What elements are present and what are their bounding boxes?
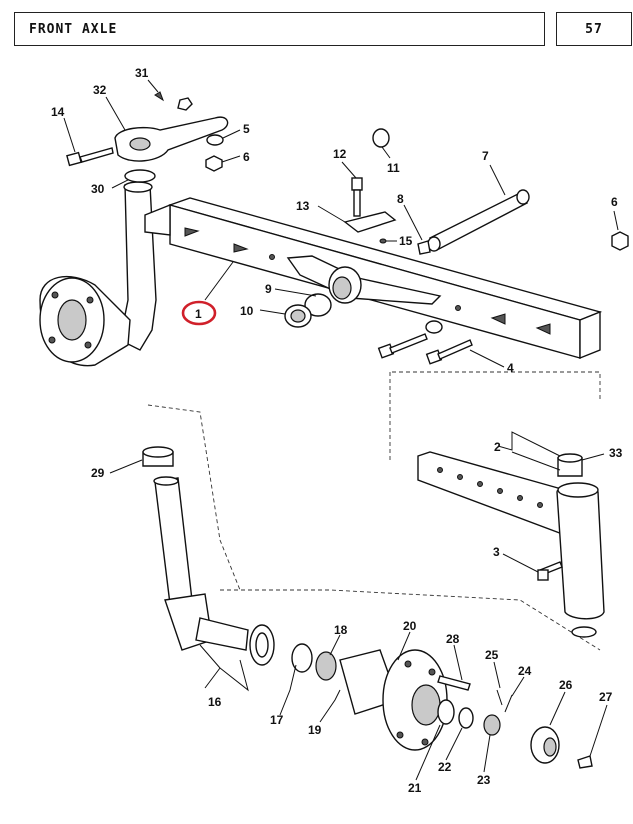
bolts-4 — [377, 333, 473, 365]
callout-2: 2 — [494, 440, 501, 454]
callout-14: 14 — [51, 105, 65, 119]
callout-3: 3 — [493, 545, 500, 559]
callout-13: 13 — [296, 199, 310, 213]
lock-plate-13 — [343, 211, 397, 233]
callout-33: 33 — [609, 446, 623, 460]
bearing-19 — [291, 643, 313, 673]
nut-23 — [483, 714, 501, 736]
callout-17: 17 — [270, 713, 284, 727]
callout-27: 27 — [599, 690, 613, 704]
callout-18: 18 — [334, 623, 348, 637]
assembly-guide-bottom — [220, 589, 601, 651]
steering-arm — [114, 116, 229, 162]
bearing-21 — [437, 699, 455, 725]
callout-19: 19 — [308, 723, 322, 737]
callout-29: 29 — [91, 466, 105, 480]
callout-4: 4 — [507, 361, 514, 375]
page-title: FRONT AXLE — [29, 21, 118, 37]
callout-31: 31 — [135, 66, 149, 80]
washer-5 — [206, 134, 224, 146]
callout-23: 23 — [477, 773, 491, 787]
steering-knuckle-lower — [153, 476, 249, 651]
callout-24: 24 — [518, 664, 532, 678]
callout-32: 32 — [93, 83, 107, 97]
callout-15: 15 — [399, 234, 413, 248]
pivot-pin — [427, 189, 530, 252]
callout-8: 8 — [397, 192, 404, 206]
bearing-18 — [315, 651, 337, 681]
washer-beam — [425, 320, 443, 334]
cotter-pin-25 — [496, 689, 503, 706]
callout-28: 28 — [446, 632, 460, 646]
hub-cap-26 — [530, 726, 560, 764]
wheel-hub — [339, 649, 448, 751]
header-page-box: 57 — [556, 12, 632, 46]
steering-knuckle-upper — [39, 181, 157, 367]
callout-26: 26 — [559, 678, 573, 692]
highlight-circle — [181, 300, 217, 326]
nut-top — [177, 97, 193, 111]
pin-24 — [504, 694, 513, 713]
leader-lines — [63, 79, 619, 781]
callout-12: 12 — [333, 147, 347, 161]
callout-6-right: 6 — [611, 195, 618, 209]
nut-6-left — [205, 155, 223, 172]
washer-9 — [304, 293, 332, 317]
callout-30: 30 — [91, 182, 105, 196]
callout-16: 16 — [208, 695, 222, 709]
callout-9: 9 — [265, 282, 272, 296]
callout-20: 20 — [403, 619, 417, 633]
assembly-guide-right — [389, 371, 601, 462]
grease-nipple-27 — [577, 755, 593, 769]
bolt-12 — [351, 177, 363, 217]
callout-6-left: 6 — [243, 150, 250, 164]
cotter-pin-31 — [154, 91, 164, 102]
page-number: 57 — [585, 21, 603, 37]
callout-10: 10 — [240, 304, 254, 318]
bolt-3 — [537, 561, 563, 581]
axle-extension — [417, 451, 605, 638]
callout-11: 11 — [387, 161, 400, 175]
callout-25: 25 — [485, 648, 499, 662]
callout-7: 7 — [482, 149, 489, 163]
callout-1: 1 — [195, 307, 202, 321]
header-title-box: FRONT AXLE — [14, 12, 545, 46]
bolt-14 — [66, 147, 114, 167]
nut-6-right — [611, 231, 629, 251]
washer-30 — [124, 169, 156, 183]
callout-22: 22 — [438, 760, 452, 774]
wheel-stud-28 — [437, 675, 471, 691]
callout-21: 21 — [408, 781, 422, 795]
washer-22 — [458, 707, 474, 729]
pivot-bracket — [286, 255, 442, 305]
ring-11 — [372, 128, 390, 148]
grease-nipple-8 — [417, 240, 431, 255]
callout-5: 5 — [243, 122, 250, 136]
